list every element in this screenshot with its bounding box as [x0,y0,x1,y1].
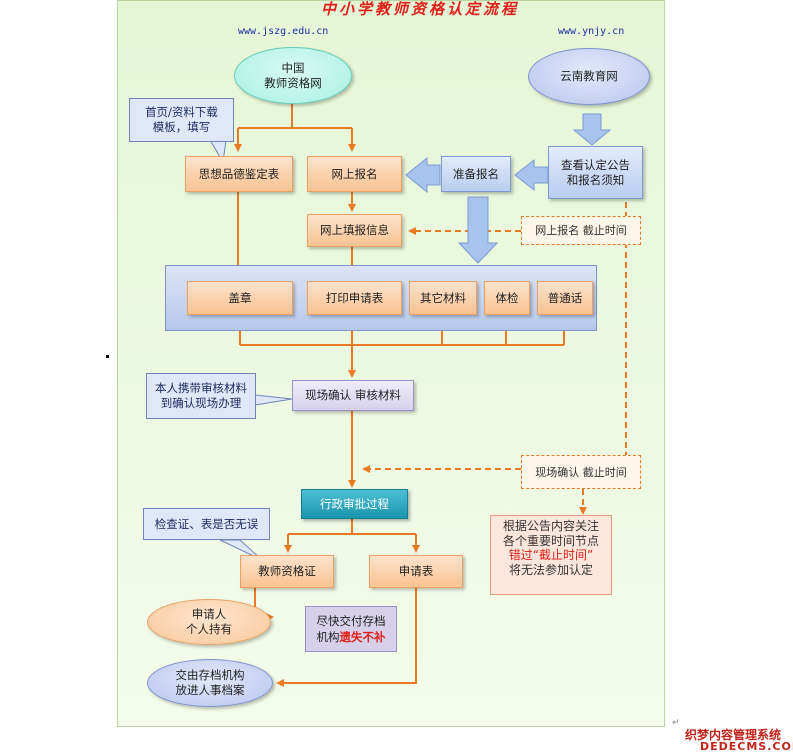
archive-node: 交由存档机构放进人事档案 [147,659,273,707]
archive-warning: 尽快交付存档 机构遗失不补 [305,606,397,652]
online-signup-node: 网上报名 [307,156,402,192]
block-arrow-down [457,196,499,264]
node-label: 教师资格网 [264,75,322,90]
prepare-signup-node: 准备报名 [441,156,511,192]
node-label: 放进人事档案 [175,683,245,697]
block-arrow-left [405,156,441,194]
callout-text: 首页/资料下载 [145,105,218,119]
return-mark-icon: ↵ [672,718,680,728]
note-text: 各个重要时间节点 [502,533,599,548]
node-label: 查看认定公告 [561,157,630,172]
stray-dot [106,355,109,358]
warning-text: 尽快交付存档 [316,614,386,628]
download-callout: 首页/资料下载模板，填写 [129,98,234,142]
node-label: 交由存档机构 [175,668,245,682]
note-text: 根据公告内容关注 [502,519,599,533]
fill-info-node: 网上填报信息 [307,214,402,247]
application-form-node: 申请表 [369,555,463,588]
check-callout: 检查证、表是否无误 [143,508,270,540]
warning-text-red: 遗失不补 [339,630,386,644]
watermark-domain: DEDECMS.COM [700,740,793,753]
callout-tail [254,394,293,406]
node-label: 中国 [281,60,305,75]
online-deadline-node: 网上报名 截止时间 [521,216,641,245]
block-arrow-left [514,158,549,192]
bring-materials-callout: 本人携带审核材料到确认现场办理 [146,373,256,419]
watermark-title: 织梦内容管理系统 [685,728,782,742]
applicant-holds-node: 申请人个人持有 [147,599,271,645]
admin-approval-node: 行政审批过程 [301,489,408,519]
jszg-site-node: 中国教师资格网 [234,47,352,104]
moral-form-node: 思想品德鉴定表 [185,156,293,192]
node-label: 申请人 [191,607,227,621]
warning-text: 机构 [316,630,340,644]
jszg-url[interactable]: www.jszg.edu.cn [238,26,329,37]
callout-text: 模板，填写 [152,120,211,134]
physical-exam-node: 体检 [484,281,530,315]
node-label: 云南教育网 [560,69,618,83]
check-notice-node: 查看认定公告和报名须知 [548,146,643,199]
onsite-confirm-node: 现场确认 审核材料 [292,380,414,411]
onsite-deadline-node: 现场确认 截止时间 [521,455,641,489]
deadline-note: 根据公告内容关注 各个重要时间节点 错过“截止时间” 将无法参加认定 [490,515,612,595]
note-text: 将无法参加认定 [508,562,593,577]
putonghua-node: 普通话 [537,281,593,315]
callout-text: 本人携带审核材料 [155,381,247,395]
node-label: 个人持有 [186,622,232,636]
diagram-title: 中小学教师资格认定流程 [320,0,519,18]
ynjy-url[interactable]: www.ynjy.cn [558,26,625,37]
stamp-node: 盖章 [187,281,293,315]
other-materials-node: 其它材料 [409,281,477,315]
node-label: 和报名须知 [566,172,625,187]
certificate-node: 教师资格证 [240,555,334,588]
ynjy-site-node: 云南教育网 [528,48,650,105]
arrow [276,588,417,687]
block-arrow-down [572,113,612,146]
note-text-warning: 错过“截止时间” [508,548,594,562]
callout-text: 到确认现场办理 [160,396,242,410]
print-form-node: 打印申请表 [307,281,402,315]
